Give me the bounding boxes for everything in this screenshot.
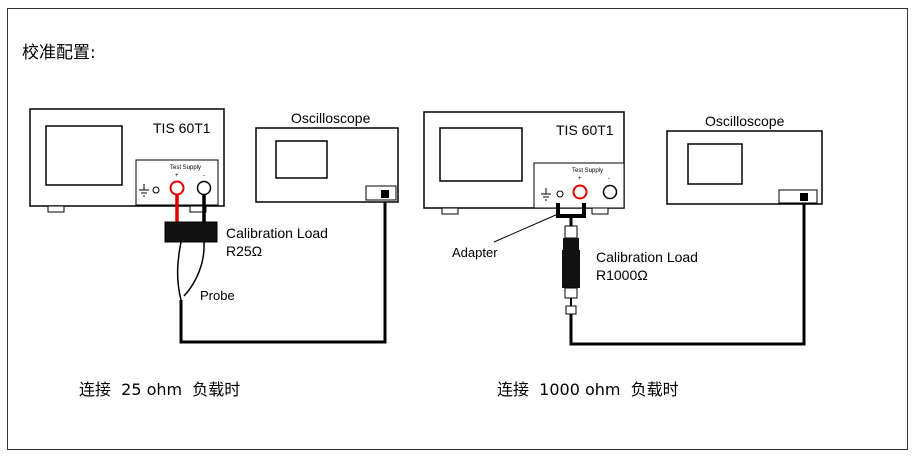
right-tis-foot	[591, 207, 609, 215]
right-tis-foot	[441, 207, 459, 215]
left-minus-terminal	[196, 180, 212, 196]
left-tis-label: TIS 60T1	[153, 120, 211, 136]
left-load-label: Calibration Load	[226, 225, 328, 241]
left-caption: 连接 25 ohm 负载时	[79, 380, 241, 399]
left-oscilloscope-input	[381, 190, 389, 198]
left-minus-label: -	[203, 173, 205, 179]
right-load-connector	[564, 225, 578, 239]
right-adapter-pointer	[493, 213, 559, 243]
left-setup: TIS 60T1 Test Supply + - Calibration Loa…	[29, 108, 399, 344]
right-load-collar	[563, 238, 579, 250]
right-ground-terminal	[556, 190, 564, 198]
left-probe-wire	[183, 241, 205, 297]
left-test-supply-label: Test Supply	[170, 165, 201, 171]
right-minus-label: -	[608, 176, 610, 182]
right-oscilloscope-screen	[687, 143, 743, 185]
left-tis-foot	[47, 205, 65, 213]
right-test-supply-label: Test Supply	[572, 168, 603, 174]
left-cable	[179, 198, 387, 344]
left-calibration-load	[164, 221, 218, 243]
left-probe-wire	[176, 241, 182, 301]
right-tis-label: TIS 60T1	[556, 122, 614, 138]
right-oscilloscope-input	[800, 193, 808, 201]
diagram-frame	[7, 8, 908, 450]
left-probe-label: Probe	[200, 288, 235, 303]
right-adapter-label: Adapter	[452, 245, 498, 260]
left-load-value: R25Ω	[226, 243, 262, 259]
right-tis-screen	[439, 127, 523, 182]
left-tis-foot	[189, 205, 207, 213]
right-calibration-load	[562, 250, 580, 288]
page-title: 校准配置:	[22, 43, 96, 63]
right-bnc-plug	[565, 305, 577, 315]
right-load-value: R1000Ω	[596, 267, 648, 283]
right-ground-icon	[541, 188, 551, 201]
left-ground-icon	[139, 184, 149, 197]
right-setup: TIS 60T1 Test Supply + - Adapter Calibra…	[423, 111, 823, 346]
right-load-label: Calibration Load	[596, 249, 698, 265]
right-load-connector	[564, 287, 578, 299]
left-oscilloscope-label: Oscilloscope	[291, 110, 371, 126]
right-caption: 连接 1000 ohm 负载时	[497, 380, 679, 399]
left-ground-terminal	[152, 186, 160, 194]
right-cable	[569, 198, 806, 346]
left-oscilloscope-screen	[275, 140, 328, 179]
right-plus-terminal	[572, 184, 588, 200]
left-tis-screen	[45, 125, 123, 186]
left-plus-label: +	[175, 173, 179, 179]
right-minus-terminal	[602, 184, 618, 200]
right-oscilloscope-label: Oscilloscope	[705, 113, 785, 129]
right-oscilloscope-input-panel	[778, 189, 818, 204]
right-plus-label: +	[578, 176, 582, 182]
left-plus-terminal	[169, 180, 185, 196]
